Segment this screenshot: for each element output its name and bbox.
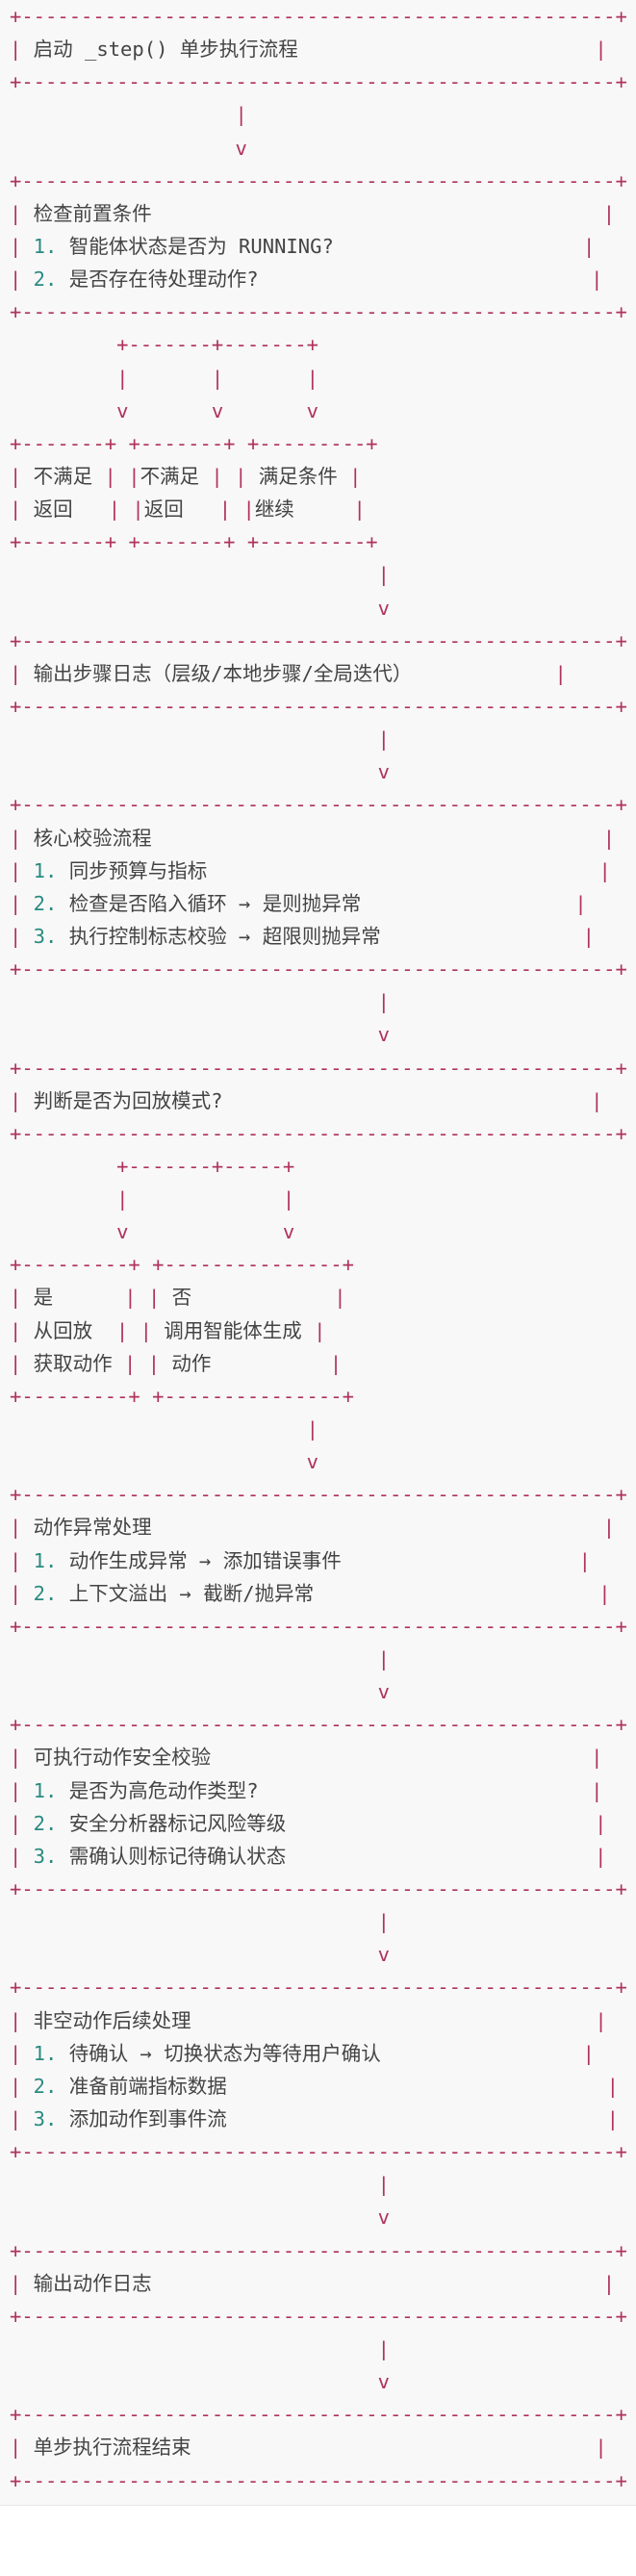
diagram-line: | 1. 是否为高危动作类型? | <box>10 1778 603 1802</box>
diagram-line: | 单步执行流程结束 | <box>10 2436 607 2460</box>
diagram-line: +---------+ +---------------+ <box>10 1253 354 1277</box>
diagram-line: | 2. 安全分析器标记风险等级 | <box>10 1811 607 1835</box>
diagram-line: v v v <box>116 398 318 422</box>
diagram-line: | 1. 动作生成异常 → 添加错误事件 | <box>10 1548 591 1572</box>
diagram-line: | 1. 智能体状态是否为 RUNNING? | <box>10 234 596 258</box>
diagram-line: +---------------------------------------… <box>10 1483 627 1507</box>
diagram-line: +---------------------------------------… <box>10 2468 627 2492</box>
diagram-line: | <box>377 2336 390 2360</box>
diagram-line: | <box>377 2173 390 2197</box>
diagram-line: +-------+ +-------+ +---------+ <box>10 530 378 554</box>
diagram-line: | 核心校验流程 | <box>10 826 616 850</box>
diagram-line: +---------------------------------------… <box>10 1877 627 1901</box>
diagram-line: +---------------------------------------… <box>10 300 627 324</box>
diagram-line: | <box>377 1910 390 1934</box>
flowchart-code-block: +---------------------------------------… <box>10 0 627 2497</box>
diagram-line: | <box>377 990 390 1014</box>
diagram-line: | 2. 是否存在待处理动作? | <box>10 268 603 292</box>
diagram-line: | 不满足 | |不满足 | | 满足条件 | <box>10 464 362 488</box>
diagram-line: | 判断是否为回放模式? | <box>10 1088 603 1112</box>
diagram-line: v v <box>116 1220 295 1244</box>
diagram-line: | <box>377 727 390 752</box>
diagram-line: v <box>306 1450 318 1474</box>
diagram-line: | 动作异常处理 | <box>10 1516 616 1540</box>
diagram-line: v <box>377 2370 390 2394</box>
diagram-line: | | | <box>116 366 318 390</box>
diagram-line: v <box>235 136 247 160</box>
diagram-line: v <box>377 760 390 784</box>
diagram-line: +---------------------------------------… <box>10 1976 627 2000</box>
diagram-line: +---------------------------------------… <box>10 628 627 652</box>
diagram-line: | 可执行动作安全校验 | <box>10 1746 603 1770</box>
diagram-line: | 输出动作日志 | <box>10 2271 616 2295</box>
diagram-line: +---------------------------------------… <box>10 2403 627 2427</box>
diagram-line: v <box>377 1680 390 1704</box>
diagram-line: | <box>377 1647 390 1671</box>
diagram-line: | 返回 | |返回 | |继续 | <box>10 497 366 522</box>
diagram-line: | 检查前置条件 | <box>10 201 616 225</box>
diagram-line: | 3. 添加动作到事件流 | <box>10 2107 620 2130</box>
diagram-line: +---------------------------------------… <box>10 2238 627 2262</box>
diagram-line: +---------------------------------------… <box>10 694 627 718</box>
diagram-line: | 非空动作后续处理 | <box>10 2008 607 2032</box>
diagram-line: +---------+ +---------------+ <box>10 1384 354 1408</box>
diagram-line: | 启动 _step() 单步执行流程 | <box>10 38 607 62</box>
diagram-line: | 是 | | 否 | <box>10 1286 346 1310</box>
diagram-line: +---------------------------------------… <box>10 168 627 192</box>
diagram-line: | 从回放 | | 调用智能体生成 | <box>10 1318 326 1342</box>
code-block-bottom-border <box>0 2505 636 2506</box>
diagram-line: | 输出步骤日志（层级/本地步骤/全局迭代） | <box>10 661 567 685</box>
diagram-line: | <box>235 103 247 127</box>
diagram-line: | 2. 准备前端指标数据 | <box>10 2074 620 2098</box>
diagram-line: +---------------------------------------… <box>10 70 627 94</box>
diagram-line: v <box>377 596 390 620</box>
diagram-line: +---------------------------------------… <box>10 5 627 28</box>
diagram-line: | <box>377 563 390 587</box>
diagram-line: | 获取动作 | | 动作 | <box>10 1351 343 1375</box>
diagram-line: | 2. 检查是否陷入循环 → 是则抛异常 | <box>10 891 587 915</box>
diagram-line: v <box>377 1023 390 1047</box>
diagram-line: +---------------------------------------… <box>10 793 627 817</box>
diagram-line: v <box>377 1943 390 1967</box>
diagram-line: +---------------------------------------… <box>10 1056 627 1080</box>
diagram-line: | 3. 需确认则标记待确认状态 | <box>10 1844 607 1868</box>
diagram-line: | 3. 执行控制标志校验 → 超限则抛异常 | <box>10 924 595 948</box>
diagram-line: +---------------------------------------… <box>10 1121 627 1145</box>
diagram-line: | 1. 待确认 → 切换状态为等待用户确认 | <box>10 2041 595 2065</box>
diagram-line: v <box>377 2206 390 2230</box>
diagram-line: +---------------------------------------… <box>10 2304 627 2328</box>
diagram-line: +---------------------------------------… <box>10 957 627 982</box>
diagram-line: | <box>306 1417 318 1441</box>
diagram-line: +---------------------------------------… <box>10 1614 627 1638</box>
diagram-line: | 1. 同步预算与指标 | <box>10 858 611 882</box>
diagram-line: +-------+-----+ <box>116 1154 295 1178</box>
flowchart-ascii-diagram: +---------------------------------------… <box>10 0 627 2497</box>
diagram-line: +---------------------------------------… <box>10 2140 627 2164</box>
diagram-line: +---------------------------------------… <box>10 1713 627 1737</box>
diagram-line: | | <box>116 1187 295 1211</box>
diagram-line: +-------+ +-------+ +---------+ <box>10 431 378 455</box>
diagram-line: +-------+-------+ <box>116 333 318 357</box>
diagram-line: | 2. 上下文溢出 → 截断/抛异常 | <box>10 1581 611 1605</box>
